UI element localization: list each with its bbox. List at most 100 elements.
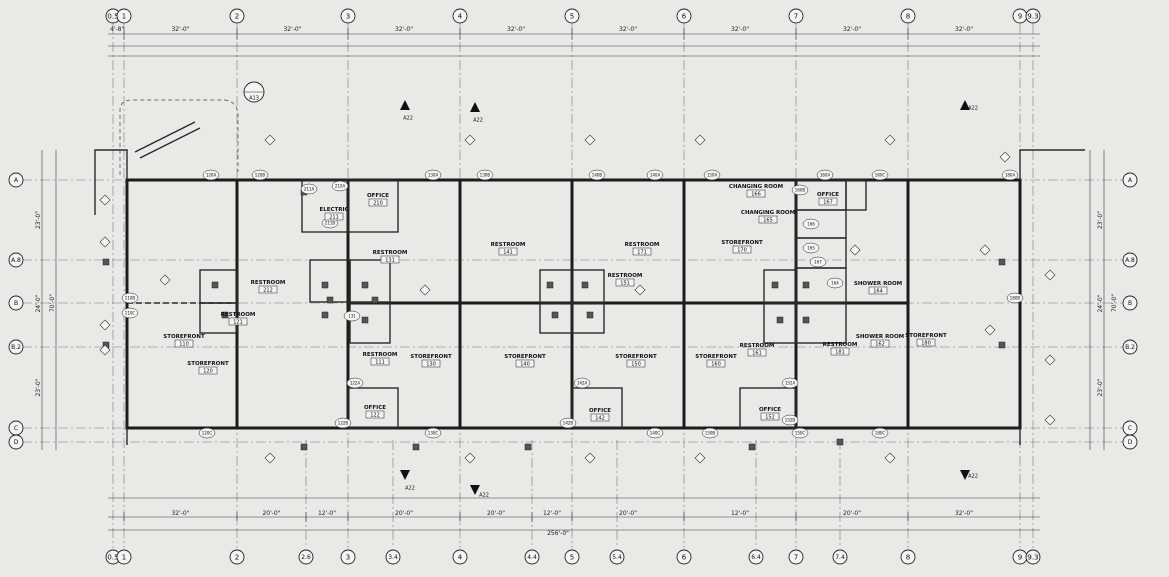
room-number: 141 (503, 250, 513, 256)
fixture (361, 281, 369, 289)
door-number: 150C (795, 430, 806, 435)
door-tag: 122A (346, 377, 364, 389)
grid-bubble-label: 9 (1018, 13, 1022, 21)
room-number: 166 (751, 192, 761, 198)
door-tag: 142B (559, 417, 577, 429)
grid-bubble-label: 7.4 (835, 554, 845, 561)
grid-bubble: C (1122, 420, 1138, 436)
door-tag: 165 (802, 242, 820, 254)
grid-bubble-label: A.8 (11, 257, 21, 264)
door-tag: 210A (331, 180, 349, 192)
grid-bubble-label: 3.4 (388, 554, 398, 561)
grid-bubble-label: 2.6 (301, 554, 311, 561)
room-name: OFFICE (367, 193, 389, 199)
room-number: 170 (737, 248, 747, 254)
grid-bubble: D (1122, 434, 1138, 450)
svg-text:A22: A22 (405, 486, 415, 492)
section-mark: A22 (470, 485, 489, 499)
grid-bubble-label: 8 (906, 554, 910, 562)
room-name: SHOWER ROOM (856, 334, 904, 340)
room-number: 181 (835, 350, 845, 356)
door-tag: 160C (871, 169, 889, 181)
door-tag: 140A (646, 169, 664, 181)
grid-bubble-label: A (14, 177, 19, 184)
room-label: CHANGING ROOM 166 (729, 184, 783, 198)
grid-bubble-label: 6 (682, 13, 687, 21)
dimension-label: 12'-0" (543, 510, 561, 517)
grid-bubble: 9 (1012, 8, 1028, 24)
svg-text:A22: A22 (403, 116, 413, 122)
fixture (802, 281, 810, 289)
fixture (321, 311, 329, 319)
room-number: 164 (873, 289, 883, 295)
door-tag: 180C (871, 427, 889, 439)
dimension-label: 70'-0" (1111, 294, 1118, 312)
grid-bubble: 5 (564, 549, 580, 565)
grid-bubble: 8 (900, 549, 916, 565)
door-number: 142B (563, 420, 574, 425)
svg-text:A22: A22 (968, 474, 978, 480)
svg-text:A22: A22 (968, 106, 978, 112)
room-name: CHANGING ROOM (741, 210, 795, 216)
door-number: 165 (807, 245, 815, 250)
door-number: 160A (820, 172, 831, 177)
dimension-label: 20'-0" (487, 510, 505, 517)
fixture (211, 281, 219, 289)
top-dimension-string: 32'-0"32'-0"32'-0"32'-0"32'-0"32'-0"32'-… (108, 26, 1040, 57)
grid-bubble-label: 4.4 (527, 554, 537, 561)
grid-bubble-label: 4 (458, 13, 463, 21)
dimension-label: 23'-0" (35, 211, 42, 229)
grid-bubble-label: 5.4 (612, 554, 622, 561)
door-number: 180B (1010, 295, 1021, 300)
fixture (300, 443, 308, 451)
door-tag: 140C (646, 427, 664, 439)
grid-bubble: A.8 (1122, 252, 1138, 268)
room-name: ELECTRIC (319, 207, 348, 213)
door-tag: 150C (791, 427, 809, 439)
grid-bubble: 5.4 (609, 549, 625, 565)
door-tag: 120C (198, 427, 216, 439)
room-number: 180 (921, 341, 931, 347)
wall-type-tag (984, 324, 996, 336)
interior-rooms (199, 179, 867, 429)
door-number: 140B (592, 172, 603, 177)
grid-bubble-label: 7 (794, 13, 798, 21)
room-number: 131 (385, 258, 395, 264)
grid-bubble: 7 (788, 8, 804, 24)
fixture (998, 341, 1006, 349)
dimension-label: 20'-0" (262, 510, 280, 517)
section-mark: A22 (960, 470, 978, 480)
grid-bubble-label: B (1128, 300, 1132, 307)
grid-bubble: 3 (340, 8, 356, 24)
fixture (412, 443, 420, 451)
room-number: 111 (375, 360, 385, 366)
door-tag: 152A (781, 377, 799, 389)
fixture (748, 443, 756, 451)
dimension-label: 24'-0" (35, 294, 42, 312)
wall-type-tag (99, 319, 111, 331)
grid-bubble: 6 (676, 549, 692, 565)
room-number: 171 (637, 250, 647, 256)
grid-bubble: 4 (452, 549, 468, 565)
dimension-label: 23'-0" (35, 378, 42, 396)
grid-bubble: 1 (116, 8, 132, 24)
grid-bubble: 5 (564, 8, 580, 24)
dimension-label: 23'-0" (1097, 378, 1104, 396)
grid-bubble: 4 (452, 8, 468, 24)
room-name: CHANGING ROOM (729, 184, 783, 190)
dimension-label: 20'-0" (395, 510, 413, 517)
dimension-label: 32'-0" (171, 510, 189, 517)
grid-bubble: 6 (676, 8, 692, 24)
grid-bubble-label: 3 (346, 13, 350, 21)
wall-type-tag (884, 134, 896, 146)
grid-bubble-label: C (14, 425, 18, 432)
grid-bubble-label: D (1128, 439, 1133, 446)
room-name: STOREFRONT (410, 354, 452, 360)
